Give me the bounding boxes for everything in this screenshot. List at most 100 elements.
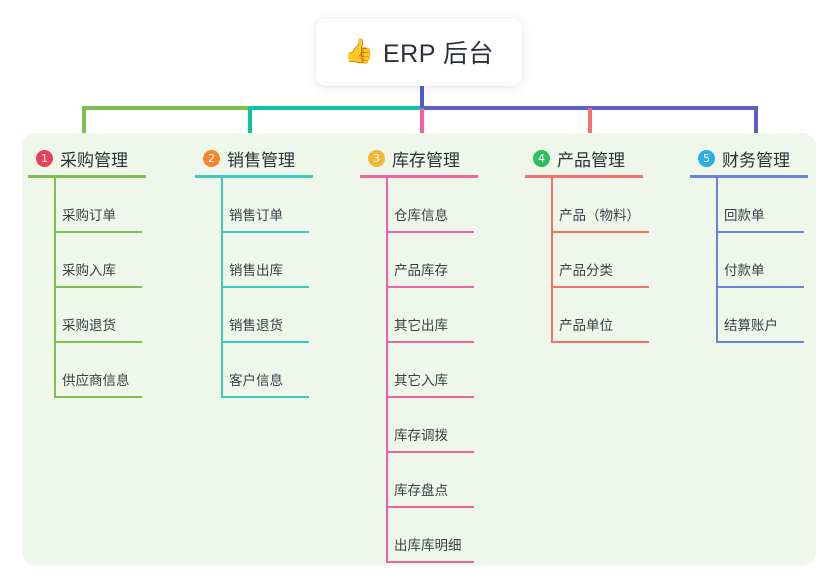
branch-item-label: 采购退货 (62, 318, 116, 333)
branch-item-label: 销售退货 (229, 318, 283, 333)
branch-column-2: 2 销售管理销售订单销售出库销售退货客户信息 (195, 146, 313, 398)
branch-underline-4 (525, 175, 643, 178)
branch-item[interactable]: 销售出库 (195, 233, 313, 288)
branch-item[interactable]: 结算账户 (690, 288, 808, 343)
drop-purchase (82, 108, 86, 142)
branch-item[interactable]: 产品（物料） (525, 178, 649, 233)
branch-badge-2: 2 (203, 149, 220, 167)
branch-item[interactable]: 回款单 (690, 178, 808, 233)
branch-item[interactable]: 仓库信息 (360, 178, 478, 233)
branch-item-underline (221, 341, 309, 343)
branch-title-5: 财务管理 (722, 150, 790, 170)
branch-item-label: 产品（物料） (559, 208, 640, 223)
branch-item[interactable]: 库存调拨 (360, 398, 478, 453)
branch-item-label: 产品分类 (559, 263, 613, 278)
branch-item[interactable]: 产品分类 (525, 233, 649, 288)
branch-item-underline (54, 341, 142, 343)
root-stem-connector (420, 86, 424, 108)
branch-item-underline (386, 286, 474, 288)
branch-item-label: 供应商信息 (62, 373, 130, 388)
drop-finance (754, 108, 758, 142)
branch-item[interactable]: 供应商信息 (28, 343, 146, 398)
branch-item-underline (221, 286, 309, 288)
root-node-title: ERP 后台 (382, 40, 494, 68)
branch-item[interactable]: 采购退货 (28, 288, 146, 343)
branch-items-2: 销售订单销售出库销售退货客户信息 (195, 178, 313, 398)
branch-item-underline (386, 506, 474, 508)
branch-item[interactable]: 采购入库 (28, 233, 146, 288)
branch-title-3: 库存管理 (392, 150, 460, 170)
branch-item-underline (551, 231, 649, 233)
branch-underline-2 (195, 175, 313, 178)
root-node-content: 👍 ERP 后台 (344, 34, 494, 70)
branch-underline-1 (28, 175, 146, 178)
branch-badge-4: 4 (533, 149, 550, 167)
branch-header-3[interactable]: 3 库存管理 (360, 146, 478, 170)
branch-trunk-4 (551, 178, 553, 343)
branch-trunk-1 (54, 178, 56, 398)
branch-trunk-3 (386, 178, 388, 563)
branch-item-label: 其它出库 (394, 318, 448, 333)
purchase-segment (82, 106, 248, 110)
branch-item-underline (716, 286, 804, 288)
branch-item[interactable]: 其它出库 (360, 288, 478, 343)
branch-column-3: 3 库存管理仓库信息产品库存其它出库其它入库库存调拨库存盘点出库库明细 (360, 146, 478, 563)
branch-item-label: 仓库信息 (394, 208, 448, 223)
branch-item[interactable]: 销售订单 (195, 178, 313, 233)
thumbs-up-icon: 👍 (344, 38, 374, 65)
branch-items-1: 采购订单采购入库采购退货供应商信息 (28, 178, 146, 398)
branch-item[interactable]: 产品单位 (525, 288, 649, 343)
branch-header-4[interactable]: 4 产品管理 (525, 146, 643, 170)
branch-item[interactable]: 其它入库 (360, 343, 478, 398)
branch-item-underline (386, 561, 474, 563)
branch-item-underline (386, 231, 474, 233)
branch-column-5: 5 财务管理回款单付款单结算账户 (690, 146, 808, 343)
branch-item-label: 销售出库 (229, 263, 283, 278)
branch-item-underline (221, 396, 309, 398)
branch-trunk-2 (221, 178, 223, 398)
branch-item-underline (54, 286, 142, 288)
branch-badge-1: 1 (36, 149, 53, 167)
branch-column-4: 4 产品管理产品（物料） 产品分类产品单位 (525, 146, 649, 343)
branch-underline-5 (690, 175, 808, 178)
branch-item-label: 库存调拨 (394, 428, 448, 443)
branch-item-label: 产品库存 (394, 263, 448, 278)
branch-item-label: 采购订单 (62, 208, 116, 223)
branch-item[interactable]: 客户信息 (195, 343, 313, 398)
branch-items-4: 产品（物料） 产品分类产品单位 (525, 178, 649, 343)
branch-item-label: 结算账户 (724, 318, 778, 333)
branch-item[interactable]: 销售退货 (195, 288, 313, 343)
branch-underline-3 (360, 175, 478, 178)
branch-item[interactable]: 付款单 (690, 233, 808, 288)
drop-inventory (420, 108, 424, 142)
branch-title-2: 销售管理 (227, 150, 295, 170)
branch-item-label: 出库库明细 (394, 538, 462, 553)
branch-header-5[interactable]: 5 财务管理 (690, 146, 808, 170)
drop-sales (248, 108, 252, 142)
branch-header-2[interactable]: 2 销售管理 (195, 146, 313, 170)
branch-item-underline (716, 231, 804, 233)
branch-item-underline (386, 396, 474, 398)
branch-badge-3: 3 (368, 149, 385, 167)
root-node-card[interactable]: 👍 ERP 后台 (316, 18, 522, 86)
branch-item-label: 客户信息 (229, 373, 283, 388)
branch-badge-5: 5 (698, 149, 715, 167)
branch-trunk-5 (716, 178, 718, 343)
branch-item-label: 产品单位 (559, 318, 613, 333)
branch-item[interactable]: 采购订单 (28, 178, 146, 233)
branch-item-underline (221, 231, 309, 233)
branch-item-label: 其它入库 (394, 373, 448, 388)
branch-item[interactable]: 产品库存 (360, 233, 478, 288)
branch-item-label: 销售订单 (229, 208, 283, 223)
branches-panel (22, 133, 816, 566)
branch-item[interactable]: 出库库明细 (360, 508, 478, 563)
branch-item[interactable]: 库存盘点 (360, 453, 478, 508)
branch-item-underline (54, 231, 142, 233)
branch-title-4: 产品管理 (557, 150, 625, 170)
branch-item-label: 回款单 (724, 208, 765, 223)
branch-item-label: 库存盘点 (394, 483, 448, 498)
branch-item-label: 采购入库 (62, 263, 116, 278)
branch-item-underline (551, 341, 649, 343)
